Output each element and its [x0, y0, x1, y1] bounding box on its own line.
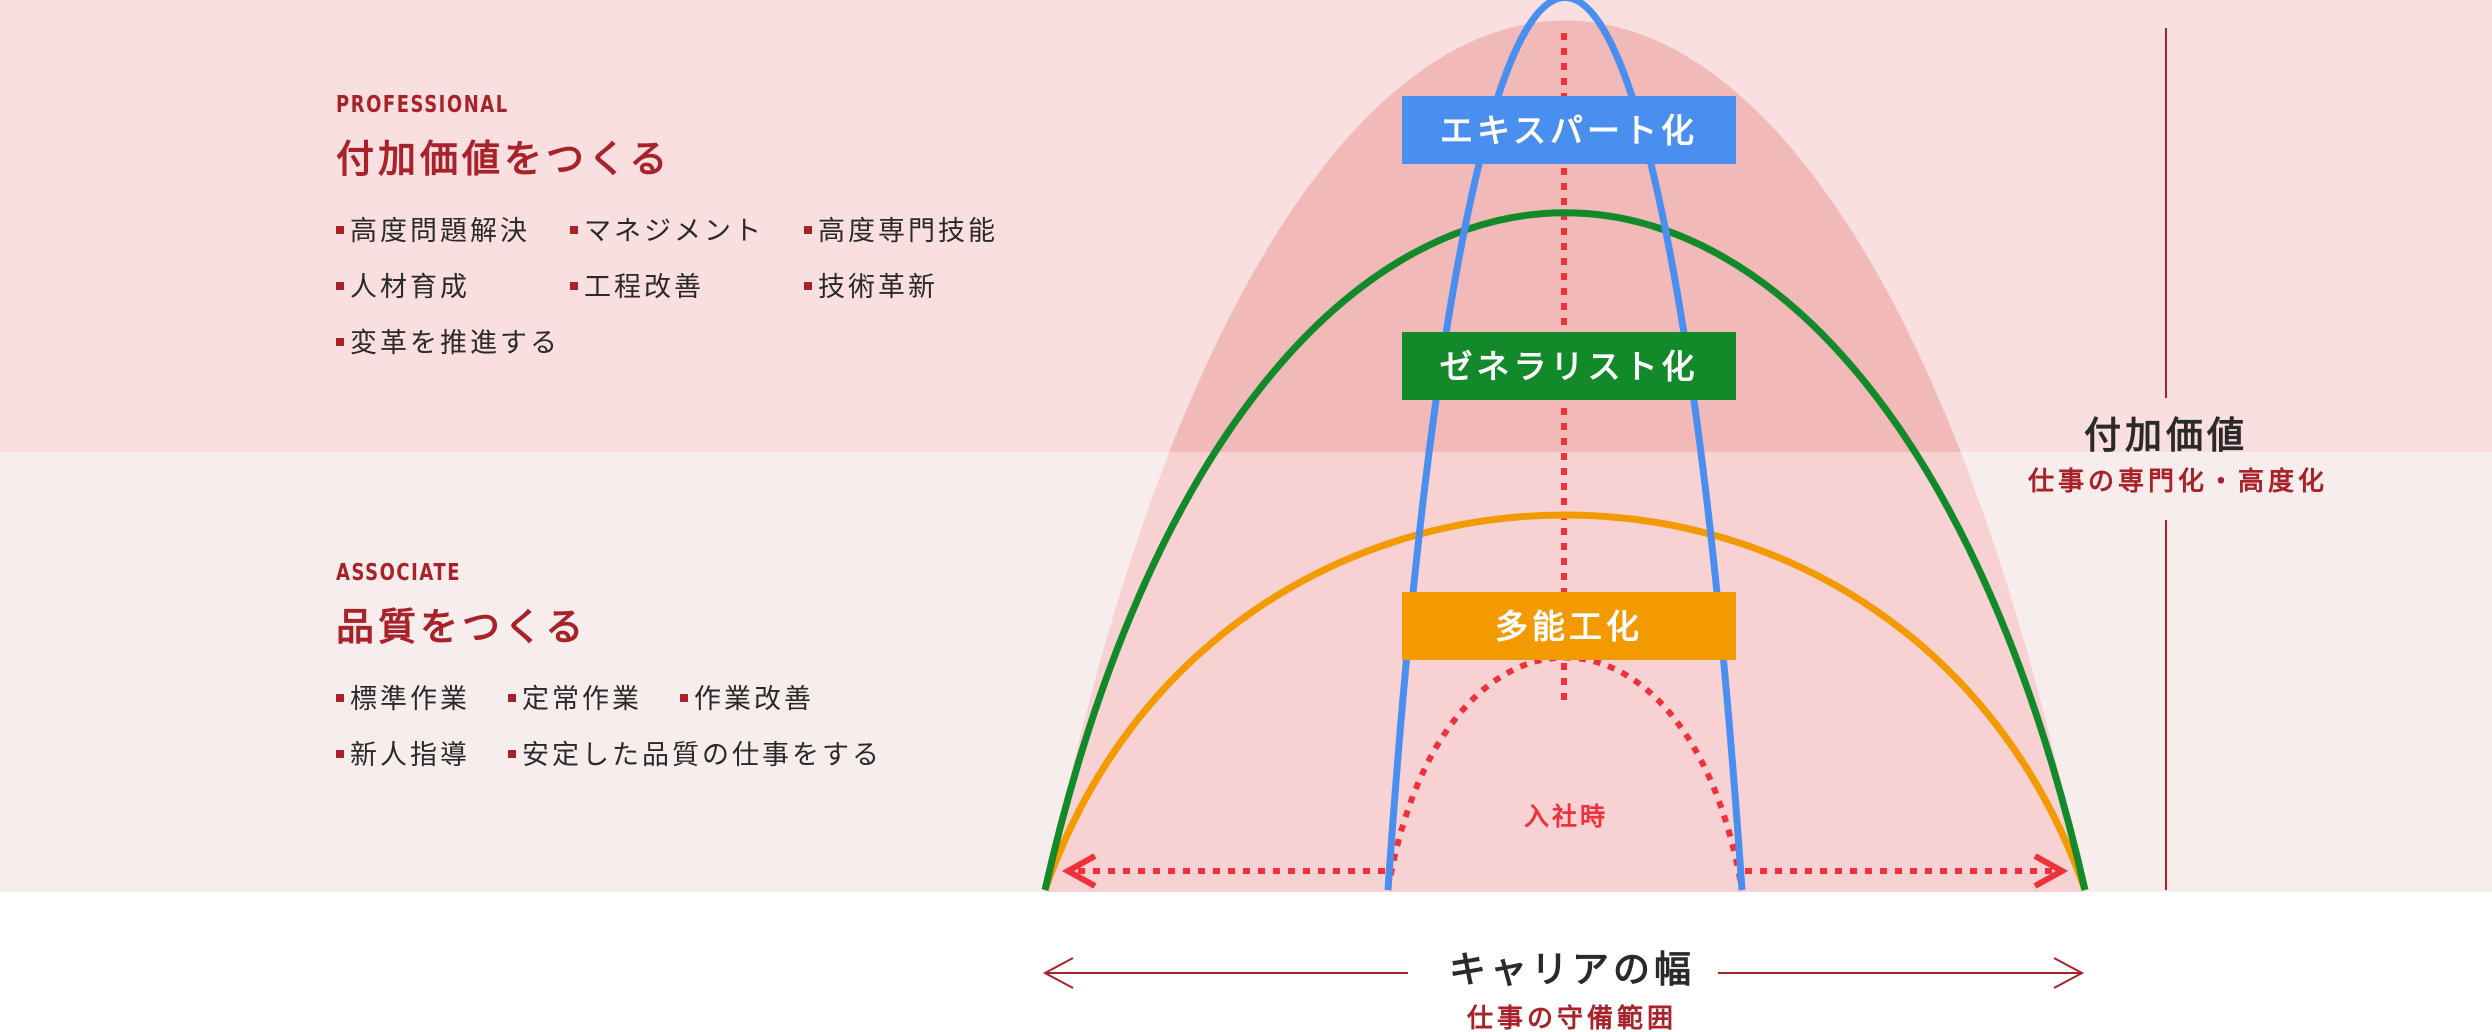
expert-label: エキスパート化 [1440, 111, 1698, 150]
task-item: マネジメント [570, 209, 764, 248]
task-item: 標準作業 [336, 677, 470, 716]
task-item: 人材育成 [336, 265, 470, 304]
generalist-label-box [1402, 332, 1736, 400]
professional-title: 付加価値をつくる [336, 137, 672, 181]
outer-range-fill [1169, 20, 1961, 452]
associate-tier: ASSOCIATE 品質をつくる 標準作業 定常作業 作業改善 新人指導 安定し… [336, 560, 879, 771]
task-item: 安定した品質の仕事をする [508, 733, 882, 772]
width-axis-subtitle: 仕事の守備範囲 [1466, 1003, 1677, 1032]
value-axis-subtitle: 仕事の専門化・高度化 [2027, 466, 2328, 497]
multiskill-label-box [1402, 592, 1736, 660]
generalist-curve [1041, 209, 2089, 891]
task-item: 作業改善 [680, 677, 814, 716]
task-item: 工程改善 [570, 265, 704, 304]
task-item: 技術革新 [804, 265, 938, 304]
width-axis-left-head [1042, 957, 1074, 989]
multiskill-curve [1041, 511, 2089, 892]
outer-range-fill-lower [1045, 452, 2085, 892]
task-item: 高度専門技能 [804, 209, 998, 248]
entry-label: 入社時 [1524, 802, 1608, 831]
width-axis-right-head [2053, 957, 2085, 989]
width-axis-title: キャリアの幅 [1449, 948, 1695, 991]
task-item: 新人指導 [336, 733, 470, 772]
generalist-label: ゼネラリスト化 [1440, 347, 1699, 386]
expert-label-box [1402, 96, 1736, 164]
task-item: 高度問題解決 [336, 209, 530, 248]
expert-curve [1384, 0, 1746, 891]
entry-arrow-right-head [2033, 853, 2069, 889]
associate-eyebrow: ASSOCIATE [336, 560, 462, 586]
multiskill-label: 多能工化 [1495, 607, 1643, 646]
task-item: 変革を推進する [336, 321, 560, 360]
value-axis-title: 付加価値 [2084, 414, 2248, 457]
professional-eyebrow: PROFESSIONAL [336, 92, 509, 118]
professional-tier: PROFESSIONAL 付加価値をつくる 高度問題解決 マネジメント 高度専門… [336, 92, 995, 359]
entry-arrow-left-head [1061, 853, 1097, 889]
task-item: 定常作業 [508, 677, 642, 716]
associate-title: 品質をつくる [336, 605, 588, 649]
